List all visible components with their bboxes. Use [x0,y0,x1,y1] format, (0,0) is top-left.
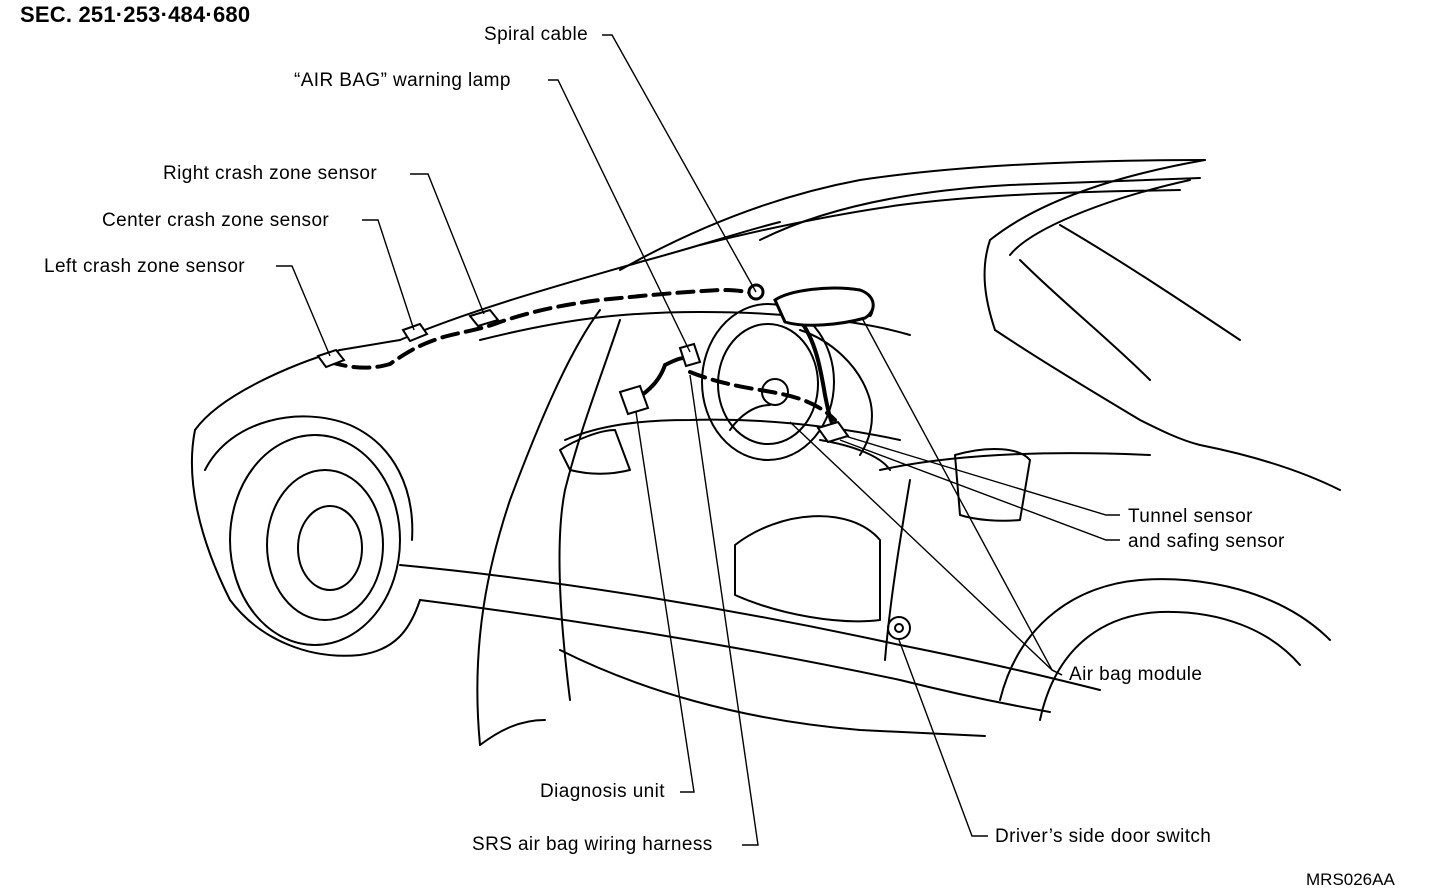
rear-pillar [983,159,1206,331]
steering-wheel-inner [717,323,819,445]
leader-airbag-passenger [861,317,1063,676]
roof-inner [759,177,1201,241]
leader-spiral-cable [602,34,757,293]
rear-wheel-arch [999,578,1331,701]
leader-warning-lamp [548,79,691,353]
front-wheel-arch [204,415,414,541]
roof-line [619,159,1206,271]
label-spiral-cable: Spiral cable [484,24,589,45]
section-code: SEC. 251·253·484·680 [20,2,251,27]
a-pillar [476,309,601,746]
rear-body [1199,444,1341,491]
center-crash-zone-sensor-box [401,322,429,343]
passenger-airbag-module [773,286,875,327]
label-right-crash-zone-sensor: Right crash zone sensor [163,163,378,184]
fender-line [190,429,421,657]
sill-lower [419,599,1051,713]
leader-door-switch [898,639,988,837]
a-pillar-inner [558,319,621,701]
door-panel [734,515,881,623]
rear-glass-line-1 [1059,224,1241,341]
leader-diagnosis [635,411,695,793]
tunnel-sensor-box [816,420,850,444]
leader-center-sensor [362,219,415,331]
windshield-frame [699,189,1181,246]
dashboard-top [479,311,911,341]
label-diagnosis-unit: Diagnosis unit [540,781,665,802]
leader-right-sensor [410,173,485,315]
door-switch-body [887,616,911,640]
leader-airbag-driver [789,421,1063,676]
left-crash-zone-sensor-box [316,348,346,369]
label-srs-air-bag-wiring-harness: SRS air bag wiring harness [472,834,713,855]
front-wheel-hub [297,505,363,591]
leader-safing-sensor [839,439,1120,541]
door-panel-top [879,452,1151,471]
label-drivers-side-door-switch: Driver’s side door switch [995,826,1212,847]
figure-code: MRS026AA [1306,870,1395,889]
rear-wheel-arch-inner [1039,610,1301,721]
leader-left-sensor [276,265,331,357]
door-bottom [559,649,986,737]
door-front-edge [479,719,546,746]
rear-glass-line-2 [1019,259,1151,381]
label-left-crash-zone-sensor: Left crash zone sensor [44,256,246,277]
harness-dash [688,370,837,422]
sill-line [399,564,1101,691]
seat-back [799,329,873,456]
leader-harness [689,374,759,846]
b-pillar [884,479,911,661]
harness-front [328,287,762,370]
label-air-bag-module: Air bag module [1069,664,1203,685]
label-center-crash-zone-sensor: Center crash zone sensor [102,210,330,231]
label-air-bag-warning-lamp: “AIR BAG” warning lamp [294,70,511,91]
steering-wheel [701,303,835,461]
glovebox [559,429,631,475]
quarter-window [994,329,1201,446]
leader-tunnel-sensor [844,435,1120,516]
label-tunnel-sensor: Tunnel sensor [1128,506,1253,527]
steering-spoke [729,404,771,431]
warning-lamp-box [678,342,702,368]
label-safing-sensor: and safing sensor [1128,531,1285,552]
diagnosis-unit-box [618,384,650,416]
harness-tunnel [798,318,837,432]
door-switch-center [894,623,904,633]
rear-pillar-inner [1009,179,1191,256]
door-handle [954,447,1031,522]
front-wheel [229,434,401,646]
front-wheel-rim [266,469,384,621]
